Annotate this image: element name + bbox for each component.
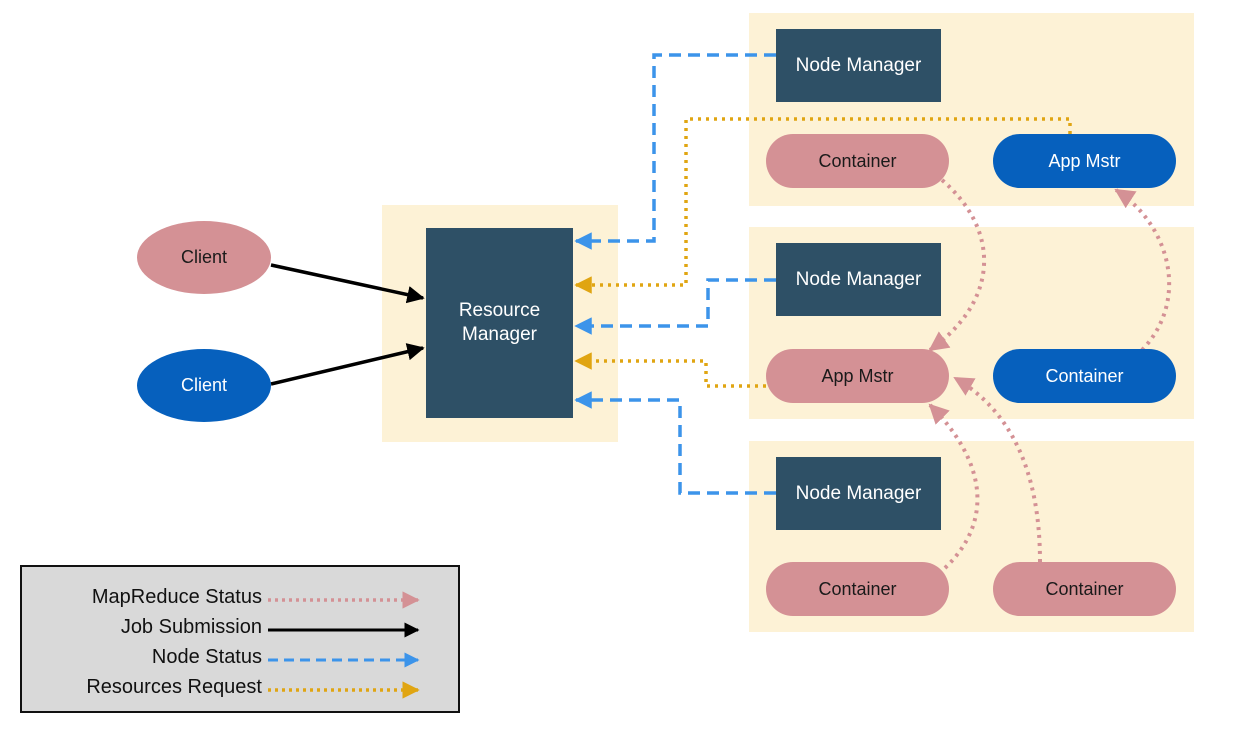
node-manager-box-3: Node Manager — [776, 457, 941, 530]
node-status-line-2 — [574, 278, 776, 335]
client-ellipse-1: Client — [137, 221, 271, 294]
container-pill: Container — [993, 349, 1176, 403]
mapreduce-status-line-4 — [953, 376, 1042, 563]
resource-manager-label-line2: Manager — [462, 324, 537, 345]
legend-row: Job Submission — [22, 614, 458, 644]
legend-swatch-resources-request — [268, 681, 420, 699]
resources-request-line-2 — [574, 352, 766, 388]
app-master-pill: App Mstr — [993, 134, 1176, 188]
container-label: Container — [818, 150, 897, 171]
container-label: Container — [818, 578, 897, 599]
legend-label: Resources Request — [86, 676, 262, 698]
legend-label: Job Submission — [120, 616, 262, 638]
app-master-label: App Mstr — [821, 365, 894, 386]
resource-manager-label-line1: Resource — [458, 300, 541, 321]
container-pill: Container — [766, 134, 949, 188]
resources-request-line-1 — [574, 117, 1072, 294]
node-status-line-1 — [574, 53, 776, 250]
node-status-line-3 — [574, 391, 776, 495]
app-master-label: App Mstr — [1048, 150, 1121, 171]
legend-label: MapReduce Status — [91, 586, 262, 608]
app-master-pill: App Mstr — [766, 349, 949, 403]
legend-swatch-node-status — [268, 652, 420, 668]
legend-row: Node Status — [22, 644, 458, 674]
container-pill: Container — [993, 562, 1176, 616]
node-manager-label: Node Manager — [795, 268, 922, 290]
mapreduce-status-line-3 — [928, 403, 980, 570]
legend-row: MapReduce Status — [22, 584, 458, 614]
client-label: Client — [180, 375, 228, 395]
resource-manager-box: Resource Manager — [426, 228, 573, 418]
legend-swatch-mapreduce-status — [268, 591, 420, 609]
mapreduce-status-line-1 — [928, 178, 986, 352]
legend-swatch-job-submission — [268, 622, 420, 638]
job-submission-line-2 — [270, 343, 425, 386]
container-label: Container — [1045, 578, 1124, 599]
client-label: Client — [180, 247, 228, 267]
node-manager-box-1: Node Manager — [776, 29, 941, 102]
container-pill: Container — [766, 562, 949, 616]
container-label: Container — [1045, 365, 1124, 386]
node-manager-label: Node Manager — [795, 54, 922, 76]
job-submission-line-1 — [270, 263, 425, 304]
legend-row: Resources Request — [22, 674, 458, 704]
node-manager-box-2: Node Manager — [776, 243, 941, 316]
node-manager-label: Node Manager — [795, 482, 922, 504]
client-ellipse-2: Client — [137, 349, 271, 422]
legend: MapReduce Status Job Submission Node Sta… — [20, 565, 460, 713]
mapreduce-status-line-2 — [1114, 188, 1172, 352]
legend-label: Node Status — [151, 646, 262, 668]
